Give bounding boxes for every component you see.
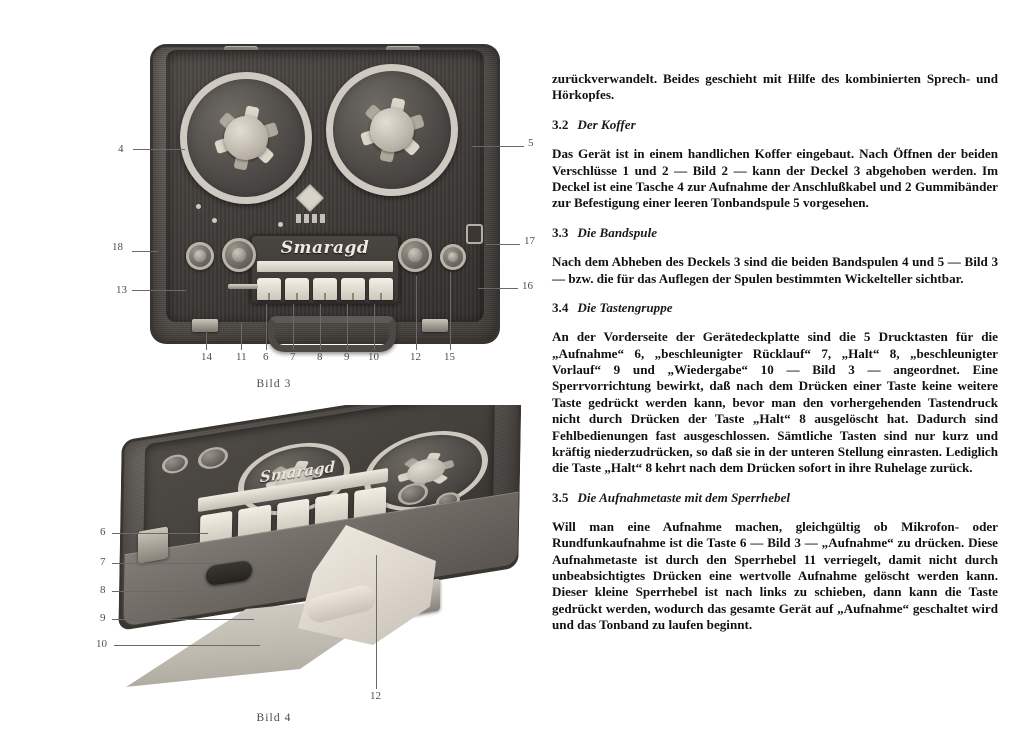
leader-line xyxy=(114,645,260,646)
leader-line xyxy=(320,304,321,350)
callout-13: 13 xyxy=(116,284,127,296)
case-latch-right[interactable] xyxy=(422,319,448,332)
callout-10: 10 xyxy=(368,351,379,363)
key-ruecklauf[interactable] xyxy=(285,278,309,300)
section-heading-3-4: 3.4 Die Tastengruppe xyxy=(552,300,998,316)
callout-18: 18 xyxy=(112,241,123,253)
leader-line xyxy=(293,304,294,350)
tape-reel-right xyxy=(326,64,458,196)
callout-4: 4 xyxy=(118,143,124,155)
section-number: 3.4 xyxy=(552,300,569,315)
leader-line xyxy=(266,304,267,350)
control-deck-panel: Smaragd xyxy=(250,234,400,304)
callout-6: 6 xyxy=(263,351,269,363)
leader-line xyxy=(112,563,222,564)
tape-reel-left xyxy=(180,72,312,204)
section-body-3-2: Das Gerät ist in einem handlichen Koffer… xyxy=(552,146,998,211)
leader-line xyxy=(450,272,451,350)
knob-cap xyxy=(232,248,246,262)
knob-12[interactable] xyxy=(398,238,432,272)
section-heading-3-3: 3.3 Die Bandspule xyxy=(552,225,998,241)
leader-line xyxy=(112,533,208,534)
callout-14: 14 xyxy=(201,351,212,363)
transport-key-group xyxy=(257,278,393,300)
brand-logo: Smaragd xyxy=(280,238,370,258)
leader-line xyxy=(112,591,240,592)
callout-15: 15 xyxy=(444,351,455,363)
callout-9: 9 xyxy=(100,612,106,624)
leader-line xyxy=(347,304,348,350)
callout-6: 6 xyxy=(100,526,106,538)
leader-line xyxy=(241,322,242,350)
reel-hub xyxy=(224,116,268,160)
section-title: Die Tastengruppe xyxy=(577,300,673,315)
figure-bild-3: Smaragd xyxy=(0,36,548,390)
knob-13[interactable] xyxy=(186,242,214,270)
leader-line xyxy=(486,244,520,245)
key-wiedergabe[interactable] xyxy=(369,278,393,300)
callout-10: 10 xyxy=(96,638,107,650)
section-body-3-5: Will man eine Aufnahme machen, gleichgül… xyxy=(552,519,998,633)
section-title: Die Aufnahmetaste mit dem Sperrhebel xyxy=(577,489,791,505)
section-title: Der Koffer xyxy=(577,116,636,132)
callout-7: 7 xyxy=(100,556,106,568)
callout-16: 16 xyxy=(522,280,533,292)
text-column: zurückverwandelt. Beides geschieht mit H… xyxy=(548,0,1024,730)
callout-7: 7 xyxy=(290,351,296,363)
callout-12: 12 xyxy=(370,690,381,702)
scale-strip xyxy=(257,261,393,272)
callout-8: 8 xyxy=(317,351,323,363)
figure-caption-bild-3: Bild 3 xyxy=(256,378,292,390)
key-vorlauf[interactable] xyxy=(341,278,365,300)
leader-line xyxy=(132,251,158,252)
case-latch-left-perspective[interactable] xyxy=(138,526,168,564)
intro-paragraph: zurückverwandelt. Beides geschieht mit H… xyxy=(552,71,998,103)
carry-handle[interactable] xyxy=(268,316,396,352)
leader-line xyxy=(132,290,186,291)
callout-5: 5 xyxy=(528,137,534,149)
callout-17: 17 xyxy=(524,235,535,247)
panel-screw xyxy=(212,218,217,223)
leader-line xyxy=(206,330,207,350)
figure-column: Smaragd xyxy=(0,36,548,725)
leader-line xyxy=(133,149,185,150)
figure-caption-bild-4: Bild 4 xyxy=(256,712,292,724)
leader-line xyxy=(112,619,254,620)
panel-screw xyxy=(278,222,283,227)
callout-11: 11 xyxy=(236,351,247,363)
section-body-3-4: An der Vorderseite der Gerätedeckplatte … xyxy=(552,329,998,476)
leader-line xyxy=(478,288,518,289)
callout-9: 9 xyxy=(344,351,350,363)
knob-cap xyxy=(447,251,459,263)
leader-line xyxy=(374,304,375,350)
section-title: Die Bandspule xyxy=(577,224,658,240)
key-halt[interactable] xyxy=(313,278,337,300)
leader-line xyxy=(376,555,377,689)
knob-14[interactable] xyxy=(222,238,256,272)
callout-12: 12 xyxy=(410,351,421,363)
panel-screw xyxy=(196,204,201,209)
section-body-3-3: Nach dem Abheben des Deckels 3 sind die … xyxy=(552,254,998,286)
socket-17 xyxy=(466,224,483,244)
knob-15[interactable] xyxy=(440,244,466,270)
section-heading-3-5: 3.5 Die Aufnahmetaste mit dem Sperrhebel xyxy=(552,490,998,506)
figure-bild-4: Smaragd xyxy=(0,405,548,725)
tape-recorder-perspective-illustration: Smaragd xyxy=(110,405,540,695)
tape-recorder-top-view-illustration: Smaragd xyxy=(150,36,510,352)
section-number: 3.2 xyxy=(552,116,569,132)
leader-line xyxy=(416,276,417,350)
section-number: 3.3 xyxy=(552,224,569,240)
section-number: 3.5 xyxy=(552,489,569,505)
reel-hub xyxy=(370,108,414,152)
callout-8: 8 xyxy=(100,584,106,596)
maker-mark xyxy=(296,214,326,223)
case-latch-left[interactable] xyxy=(192,319,218,332)
knob-cap xyxy=(408,248,422,262)
leader-line xyxy=(472,146,524,147)
sperrhebel-lever[interactable] xyxy=(228,284,258,289)
section-heading-3-2: 3.2 Der Koffer xyxy=(552,117,998,133)
knob-cap xyxy=(194,250,206,262)
key-aufnahme[interactable] xyxy=(257,278,281,300)
